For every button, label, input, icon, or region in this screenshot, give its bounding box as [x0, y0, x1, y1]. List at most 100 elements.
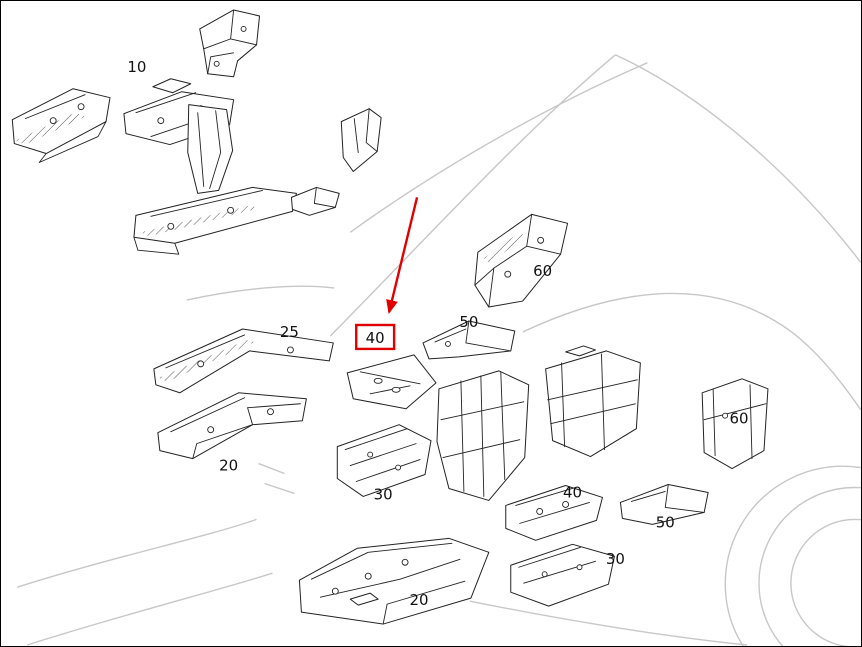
part-drawing-40-right — [505, 484, 603, 541]
part-drawing-25-segment — [286, 346, 294, 354]
part-drawing-10-segment — [313, 186, 336, 208]
part-drawing-40-highlighted-segment — [359, 371, 421, 385]
part-drawing-tunnel-center-segment — [500, 371, 506, 480]
part-drawing-50-upper — [422, 320, 516, 360]
part-drawing-40-right-segment — [519, 501, 590, 524]
part-drawing-10-segment — [187, 104, 234, 194]
car-body-outline-segment — [186, 285, 335, 301]
part-number-label[interactable]: 30 — [606, 550, 625, 568]
part-drawing-10-segment — [340, 108, 382, 172]
part-drawing-tunnel-center-segment — [442, 439, 521, 459]
part-drawing-10-segment — [197, 112, 205, 187]
part-drawing-20-left-segment — [192, 424, 254, 460]
part-drawing-25-segment — [197, 360, 205, 368]
part-drawing-10-segment — [213, 60, 220, 67]
car-body-outline-segment — [724, 465, 861, 646]
part-drawing-10-segment — [353, 118, 359, 153]
part-drawing-10-segment — [133, 236, 180, 255]
car-body-outline-segment — [469, 600, 748, 646]
part-drawing-tunnel-center-segment — [436, 370, 530, 501]
part-drawing-60-right-segment — [722, 412, 729, 419]
part-drawing-30-right-segment — [576, 564, 583, 571]
part-drawing-tunnel-center-segment — [480, 375, 485, 497]
part-drawing-60-upper — [474, 213, 569, 308]
part-drawing-20-left-segment — [267, 408, 274, 416]
car-body-outline — [17, 54, 861, 646]
part-drawing-20-left-segment — [157, 392, 307, 460]
part-number-label[interactable]: 60 — [533, 262, 552, 280]
part-drawing-50-upper-segment — [465, 320, 512, 352]
part-drawing-10-segment — [203, 38, 232, 50]
part-drawing-20-bottom-segment — [310, 542, 453, 580]
part-drawing-10-segment — [38, 121, 107, 163]
part-drawing-30-right — [510, 543, 615, 607]
part-drawing-20-left-segment — [170, 397, 246, 433]
part-number-label[interactable]: 30 — [374, 485, 393, 503]
part-drawing-30-right-segment — [510, 543, 615, 607]
part-drawing-50-right — [619, 484, 709, 525]
part-number-label[interactable]: 40 — [563, 483, 582, 501]
part-drawing-crossmember-segment — [565, 345, 596, 357]
part-drawing-30-left-segment — [395, 464, 402, 471]
part-drawing-20-bottom-segment — [319, 558, 461, 598]
part-drawing-40-highlighted-segment — [373, 377, 383, 384]
part-drawing-30-left-segment — [355, 459, 421, 482]
part-drawing-10-segment — [167, 222, 175, 230]
part-drawing-25 — [153, 328, 334, 394]
part-drawing-60-upper-segment — [474, 213, 569, 308]
part-drawing-10-segment — [240, 25, 247, 32]
part-drawing-50-right-segment — [630, 491, 666, 502]
part-drawing-20-left-segment — [207, 426, 215, 434]
part-drawing-10-segment — [290, 186, 340, 216]
part-drawing-10-segment — [150, 189, 263, 217]
part-drawing-60-upper-segment — [474, 267, 495, 286]
part-number-label[interactable]: 50 — [656, 513, 675, 531]
part-drawing-10-segment — [77, 103, 85, 111]
part-drawing-30-left-segment — [344, 428, 408, 451]
part-drawing-10 — [11, 9, 382, 255]
part-drawing-crossmember-segment — [601, 353, 605, 451]
part-drawing-60-right — [701, 378, 769, 470]
part-drawing-40-right-segment — [536, 507, 544, 515]
part-number-label[interactable]: 20 — [410, 591, 429, 609]
part-drawing-10-segment — [15, 112, 86, 145]
part-drawing-60-right-segment — [712, 388, 716, 457]
part-number-label[interactable]: 25 — [280, 323, 299, 341]
part-drawing-30-left — [336, 424, 432, 497]
car-body-outline-segment — [349, 62, 648, 233]
part-drawing-60-right-segment — [749, 384, 753, 460]
part-drawing-40-highlighted-segment — [369, 385, 411, 395]
car-body-outline-segment — [17, 518, 257, 588]
part-number-label[interactable]: 50 — [459, 313, 478, 331]
car-body-outline-segment — [790, 518, 861, 646]
part-number-label-highlighted[interactable]: 40 — [366, 329, 385, 347]
part-number-label[interactable]: 20 — [219, 457, 238, 475]
part-drawing-50-upper-segment — [445, 340, 451, 347]
red-callout-arrow — [386, 197, 419, 314]
part-drawing-30-right-segment — [518, 546, 581, 568]
part-drawing-20-bottom-segment — [349, 592, 379, 606]
car-body-outline-segment — [329, 54, 616, 337]
part-drawing-20-left — [157, 392, 307, 460]
part-drawing-tunnel-center — [436, 370, 530, 501]
part-number-label[interactable]: 60 — [730, 410, 749, 428]
car-body-outline-segment — [522, 292, 861, 411]
car-body-outline-segment — [615, 54, 861, 263]
highlight-box — [355, 323, 396, 351]
car-body-outline-segment — [27, 572, 273, 646]
part-drawing-50-upper-segment — [434, 328, 467, 343]
part-drawing-40-right-segment — [562, 500, 570, 508]
part-drawing-25-segment — [153, 328, 334, 394]
car-body-outline-segment — [758, 486, 861, 646]
part-number-label[interactable]: 10 — [127, 58, 146, 76]
part-drawing-30-right-segment — [523, 560, 596, 584]
part-drawing-10-segment — [209, 110, 222, 189]
part-drawing-60-upper-segment — [537, 236, 545, 244]
part-drawing-20-bottom-segment — [298, 537, 490, 625]
part-drawing-20-left-segment — [247, 403, 301, 426]
part-drawing-40-right-segment — [515, 487, 577, 506]
part-drawing-60-upper-segment — [483, 232, 526, 264]
part-drawing-10-segment — [365, 108, 378, 152]
